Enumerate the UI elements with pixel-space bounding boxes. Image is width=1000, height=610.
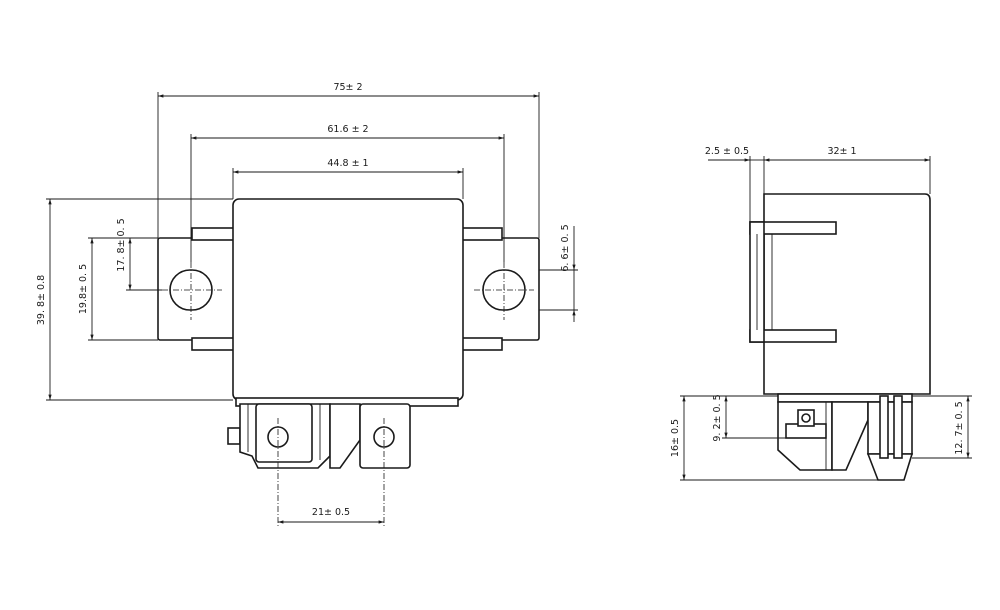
- dim-overall-width: 75± 2: [333, 82, 362, 93]
- relay-body-front: [232, 198, 464, 401]
- dim-slot-height: 6. 6± 0. 5: [560, 224, 571, 271]
- small-tab: [227, 427, 241, 445]
- dim-mount-hole-spacing: 61.6 ± 2: [327, 124, 368, 135]
- front-view: 75± 2 61.6 ± 2 44.8 ± 1 39. 8± 0.8 19.8±…: [36, 82, 578, 526]
- dim-terminal-length: 16± 0.5: [670, 419, 681, 457]
- left-mounting-bracket: [157, 227, 236, 351]
- dim-body-width: 44.8 ± 1: [327, 158, 368, 169]
- dim-body-depth: 32± 1: [827, 146, 856, 157]
- dim-terminal-offset: 12. 7± 0. 5: [954, 401, 965, 454]
- dim-terminal-spacing: 21± 0.5: [312, 507, 350, 518]
- dim-pin-height: 9. 2± 0. 5: [712, 394, 723, 441]
- right-mounting-bracket: [461, 227, 540, 351]
- dim-flange-thickness: 2.5 ± 0.5: [705, 146, 749, 157]
- side-terminal-block: [867, 401, 913, 455]
- dim-hole-offset: 17. 8± 0. 5: [116, 218, 127, 271]
- terminals-side: [777, 395, 914, 481]
- terminals-front: [227, 403, 411, 469]
- side-bracket: [749, 221, 837, 343]
- dim-overall-height: 39. 8± 0.8: [36, 275, 47, 325]
- dim-bracket-height: 19.8± 0. 5: [78, 264, 89, 314]
- side-view: 2.5 ± 0.5 32± 1 16± 0.5 9. 2± 0. 5 12. 7…: [670, 146, 972, 481]
